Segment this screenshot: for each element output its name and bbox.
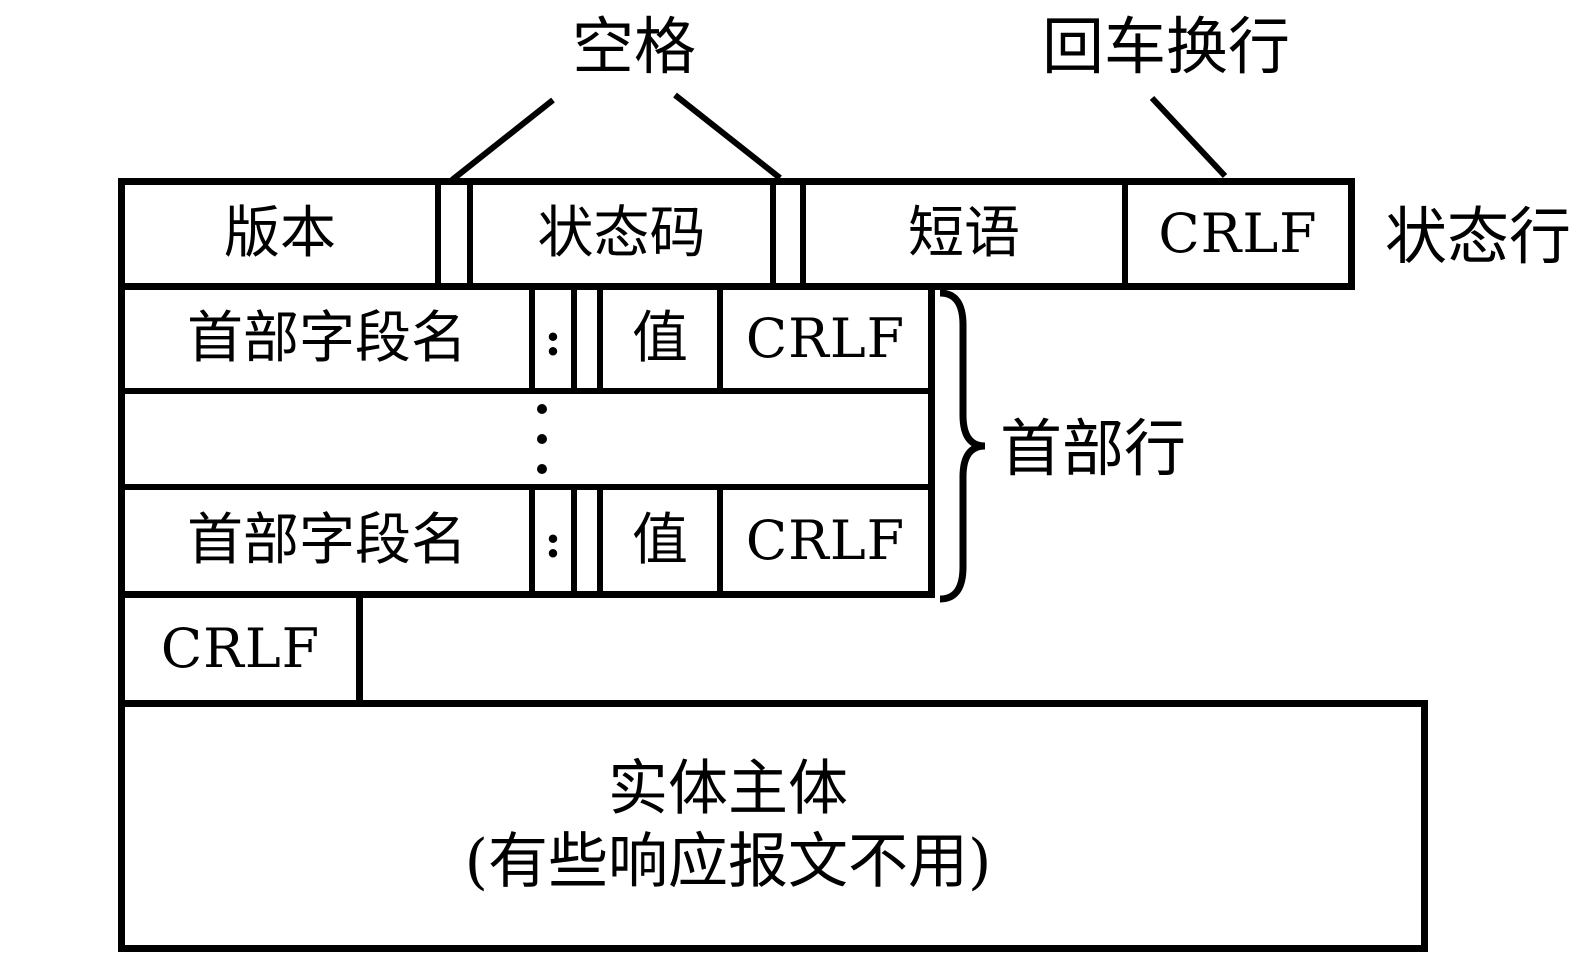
header-lines-label: 首部行 (1000, 412, 1187, 485)
header-colon-cell: : (529, 290, 571, 388)
entity-body-box: 实体主体 (有些响应报文不用) (118, 700, 1428, 952)
header-row-1: 首部字段名 : 值 CRLF (125, 290, 928, 388)
header-field-name-cell: 首部字段名 (187, 507, 467, 573)
space-annotation-label: 空格 (572, 10, 697, 83)
status-crlf-cell: CRLF (1122, 185, 1348, 283)
space-pointer-line-right (673, 92, 782, 181)
entity-body-line1: 实体主体 (608, 753, 848, 824)
entity-body-text: 实体主体 (有些响应报文不用) (125, 707, 1421, 945)
header-lines-section: 首部字段名 : 值 CRLF 首部字段名 : 值 CRLF (118, 283, 935, 598)
blank-crlf-cell: CRLF (160, 617, 321, 680)
header-value-cell: 值 (597, 290, 717, 388)
status-line-label: 状态行 (1385, 200, 1572, 273)
header-colon-cell: : (529, 490, 571, 591)
crlf-pointer-line (1149, 95, 1228, 179)
space-pointer-line-left (450, 97, 555, 183)
header-crlf-cell: CRLF (717, 490, 928, 591)
header-field-name-cell: 首部字段名 (187, 306, 467, 371)
header-ellipsis-row (125, 388, 928, 484)
header-space-gap-cell (571, 290, 597, 388)
header-space-gap-cell (571, 490, 597, 591)
space-gap-cell-1 (435, 185, 467, 283)
status-code-cell: 状态码 (467, 185, 770, 283)
entity-body-line2: (有些响应报文不用) (464, 827, 992, 897)
header-crlf-cell: CRLF (717, 290, 928, 388)
header-value-cell: 值 (597, 490, 717, 591)
phrase-cell: 短语 (800, 185, 1122, 283)
header-row-2: 首部字段名 : 值 CRLF (125, 484, 928, 591)
header-lines-brace (939, 289, 986, 603)
crlf-annotation-label: 回车换行 (1042, 10, 1291, 83)
blank-crlf-box: CRLF (118, 591, 363, 707)
vertical-ellipsis-icon (537, 394, 547, 484)
version-cell: 版本 (224, 201, 336, 266)
status-line-row: 版本 状态码 短语 CRLF (118, 178, 1355, 290)
space-gap-cell-2 (770, 185, 800, 283)
